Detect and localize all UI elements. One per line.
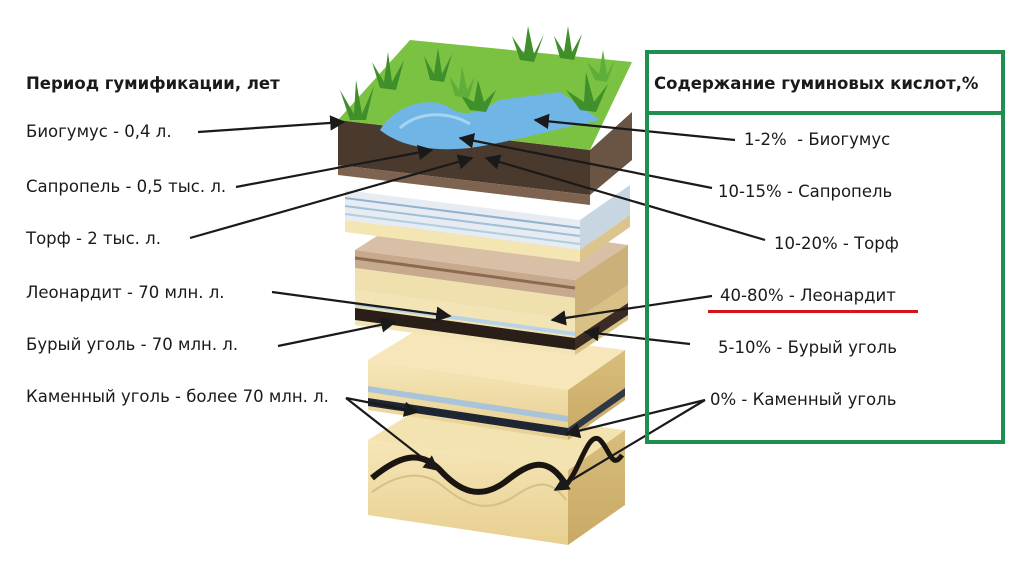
block-top (338, 26, 632, 205)
left-label-biohumus: Биогумус - 0,4 л. (26, 122, 172, 141)
arrow-sapropel-right (458, 133, 713, 190)
frame-divider (645, 111, 1005, 115)
left-label-hard-coal: Каменный уголь - более 70 млн. л. (26, 387, 329, 406)
arrow-peat-left (189, 154, 474, 240)
right-label-sapropel: 10-15% - Сапропель (718, 182, 893, 201)
block-bottom (368, 405, 625, 545)
arrow-coal-left-2 (345, 396, 420, 417)
arrow-peat-right (484, 154, 766, 242)
left-label-peat: Торф - 2 тыс. л. (26, 229, 161, 248)
arrow-coal-right-2 (553, 399, 706, 491)
leonardite-highlight-underline (708, 310, 918, 313)
left-label-leonardite: Леонардит - 70 млн. л. (26, 283, 225, 302)
arrow-biohumus-left (197, 115, 346, 134)
left-label-sapropel: Сапропель - 0,5 тыс. л. (26, 177, 227, 196)
left-header: Период гумификации, лет (26, 74, 280, 93)
right-label-brown-coal: 5-10% - Бурый уголь (718, 338, 897, 357)
right-label-leonardite: 40-80% - Леонардит (720, 286, 896, 305)
arrow-coal-right-1 (564, 398, 706, 439)
arrow-browncoal-right (583, 325, 691, 346)
right-header: Содержание гуминовых кислот,% (654, 74, 979, 93)
arrow-leonardite-left (271, 290, 452, 322)
arrow-sapropel-left (235, 145, 434, 189)
right-label-hard-coal: 0% - Каменный уголь (710, 390, 897, 409)
humic-acid-content-frame (645, 50, 1005, 444)
arrow-biohumus-right (533, 113, 736, 142)
arrow-leonardite-right (550, 294, 713, 326)
block-upper (344, 185, 630, 262)
right-label-peat: 10-20% - Торф (774, 234, 899, 253)
right-label-biohumus: 1-2% - Биогумус (744, 130, 891, 149)
arrow-browncoal-left (277, 317, 397, 348)
left-arrows (189, 115, 474, 471)
left-label-brown-coal: Бурый уголь - 70 млн. л. (26, 335, 239, 354)
right-arrows (458, 113, 766, 491)
arrow-coal-left-1 (345, 397, 440, 471)
